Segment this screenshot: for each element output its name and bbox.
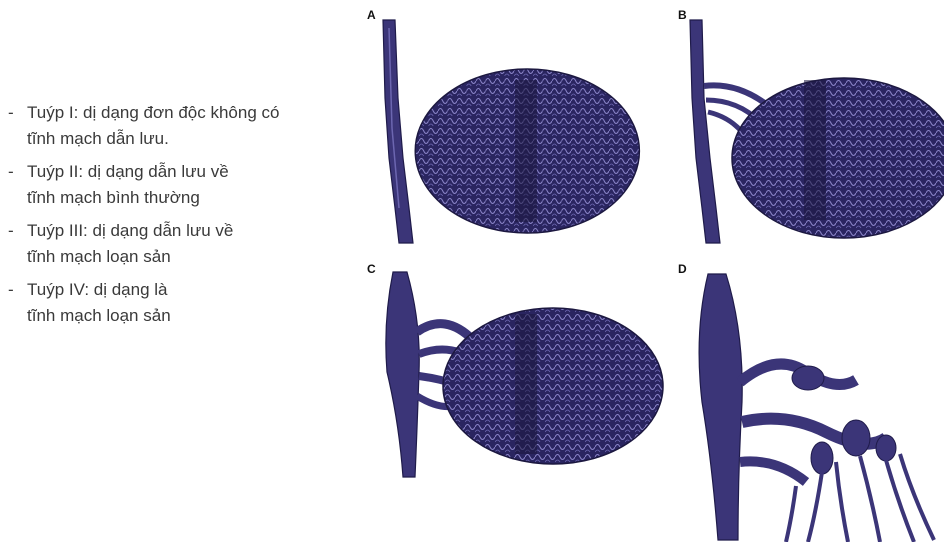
vascular-malformation-illustration-c — [365, 262, 665, 492]
vascular-malformation-illustration-a — [365, 8, 655, 248]
illustration-panel-d: D — [676, 262, 944, 542]
type-item-2: -Tuýp II: dị dạng dẫn lưu về tĩnh mạch b… — [8, 159, 358, 211]
bullet-dash: - — [8, 218, 27, 244]
type-item-4: -Tuýp IV: dị dạng là tĩnh mạch loạn sản — [8, 277, 358, 329]
type-item-1-line1: Tuýp I: dị dạng đơn độc không có — [27, 103, 279, 122]
illustration-panel-b: B — [676, 8, 944, 248]
panel-label-d: D — [678, 262, 687, 276]
type-item-4-line2: tĩnh mạch loạn sản — [8, 303, 358, 329]
bullet-dash: - — [8, 159, 27, 185]
bullet-dash: - — [8, 100, 27, 126]
bullet-dash: - — [8, 277, 27, 303]
vascular-malformation-illustration-d — [676, 262, 944, 542]
illustration-panel-c: C — [365, 262, 665, 492]
type-item-1-line2: tĩnh mạch dẫn lưu. — [8, 126, 358, 152]
type-list: -Tuýp I: dị dạng đơn độc không có tĩnh m… — [8, 100, 358, 336]
type-item-3-line1: Tuýp III: dị dạng dẫn lưu về — [27, 221, 233, 240]
panel-label-c: C — [367, 262, 376, 276]
illustration-panel-a: A — [365, 8, 655, 248]
panel-label-a: A — [367, 8, 376, 22]
type-item-2-line1: Tuýp II: dị dạng dẫn lưu về — [27, 162, 229, 181]
type-item-4-line1: Tuýp IV: dị dạng là — [27, 280, 168, 299]
type-item-3-line2: tĩnh mạch loạn sản — [8, 244, 358, 270]
type-item-1: -Tuýp I: dị dạng đơn độc không có tĩnh m… — [8, 100, 358, 152]
type-item-3: -Tuýp III: dị dạng dẫn lưu về tĩnh mạch … — [8, 218, 358, 270]
type-item-2-line2: tĩnh mạch bình thường — [8, 185, 358, 211]
vascular-malformation-illustration-b — [676, 8, 944, 248]
panel-label-b: B — [678, 8, 687, 22]
